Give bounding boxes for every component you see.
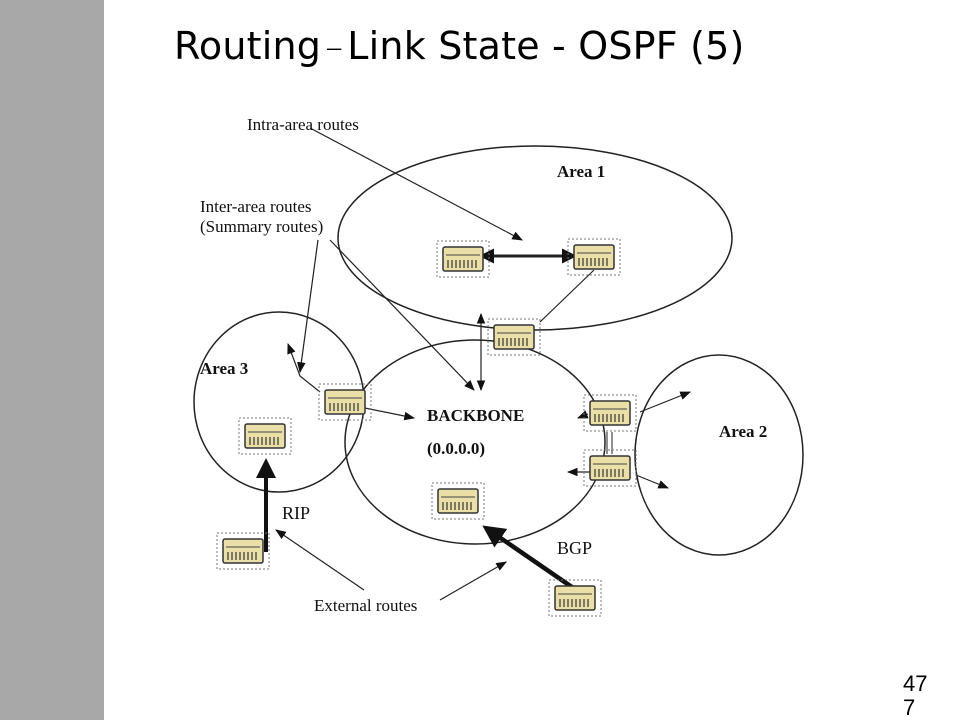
title-dash: – — [327, 32, 342, 63]
area3-abr-arrow — [287, 342, 321, 393]
area2-abr-top-right-arrow — [639, 391, 692, 413]
area1-link-to-abr — [539, 269, 595, 323]
area2-ellipse — [634, 354, 804, 556]
area1-ellipse — [337, 145, 733, 331]
router-icon — [548, 579, 602, 617]
external-to-rip-arrow — [275, 529, 365, 591]
inter-area-pointer-right — [329, 239, 475, 391]
external-to-bgp-arrow — [439, 561, 507, 601]
area2-abr-top-left-arrow — [576, 410, 589, 419]
router-icon — [318, 383, 372, 421]
router-icon — [216, 532, 270, 570]
router-icon — [436, 240, 490, 278]
inter-area-label-line2: (Summary routes) — [200, 217, 324, 236]
router-icon — [567, 238, 621, 276]
page-number: 477 — [903, 671, 928, 720]
left-sidebar — [0, 0, 104, 720]
router-icon — [583, 394, 637, 432]
ospf-areas-diagram: Intra-area routes Inter-area routes (Sum… — [170, 100, 830, 640]
title-main: Routing — [174, 24, 322, 68]
intra-area-label: Intra-area routes — [247, 115, 359, 134]
area2-label: Area 2 — [719, 422, 768, 441]
router-icon — [238, 417, 292, 455]
rip-label: RIP — [282, 503, 311, 523]
backbone-label: BACKBONE — [427, 406, 525, 425]
diagram-canvas — [193, 127, 804, 617]
area1-label: Area 1 — [557, 162, 606, 181]
backbone-ellipse — [344, 339, 606, 545]
external-routes-label: External routes — [314, 596, 418, 615]
router-icon — [431, 482, 485, 520]
bgp-label: BGP — [557, 538, 593, 558]
bgp-thick-arrow — [482, 525, 584, 596]
intra-area-pointer — [309, 127, 523, 241]
backbone-id-label: (0.0.0.0) — [427, 439, 486, 458]
title-rest: Link State - OSPF (5) — [347, 24, 745, 68]
area3-label: Area 3 — [200, 359, 249, 378]
inter-area-pointer-left — [297, 239, 319, 374]
area2-abr-bottom-right-arrow — [635, 474, 670, 489]
router-icon — [487, 318, 541, 356]
router-icon — [583, 449, 637, 487]
slide-title: Routing–Link State - OSPF (5) — [174, 24, 745, 68]
inter-area-label-line1: Inter-area routes — [200, 197, 312, 216]
